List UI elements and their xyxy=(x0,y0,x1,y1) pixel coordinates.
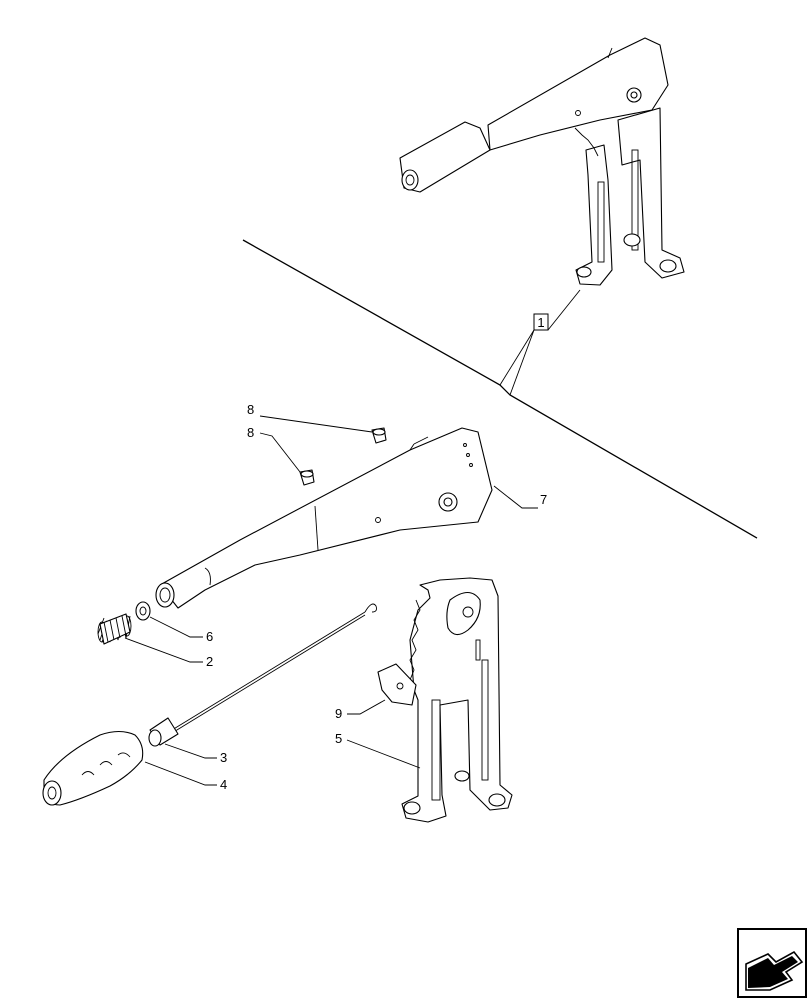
callout-4: 4 xyxy=(144,761,227,792)
section-break-line xyxy=(242,239,758,539)
part-8-fitting-lower xyxy=(299,469,315,486)
pull-rod xyxy=(171,603,377,734)
assembled-handbrake-lever xyxy=(399,37,685,286)
svg-text:1: 1 xyxy=(537,315,544,330)
callout-8-lower: 8 xyxy=(247,425,301,473)
svg-text:7: 7 xyxy=(540,492,547,507)
svg-text:4: 4 xyxy=(220,777,227,792)
callout-7: 7 xyxy=(493,485,547,509)
callout-6: 6 xyxy=(149,616,213,644)
callout-3: 3 xyxy=(164,743,227,765)
svg-text:6: 6 xyxy=(206,629,213,644)
callout-2: 2 xyxy=(124,637,213,669)
part-5-bracket xyxy=(401,577,513,823)
svg-text:5: 5 xyxy=(335,731,342,746)
svg-text:8: 8 xyxy=(247,425,254,440)
svg-text:3: 3 xyxy=(220,750,227,765)
svg-text:9: 9 xyxy=(335,706,342,721)
callout-5: 5 xyxy=(335,731,421,769)
part-8-fitting-upper xyxy=(371,427,387,444)
svg-text:2: 2 xyxy=(206,654,213,669)
part-2-spring xyxy=(97,613,132,645)
callout-1: 1 xyxy=(499,289,581,396)
part-7-lever-arm xyxy=(155,427,493,609)
callout-9: 9 xyxy=(335,699,386,721)
part-9-plate xyxy=(377,663,417,706)
part-3-sleeve xyxy=(148,717,179,747)
part-6-washer xyxy=(135,601,151,621)
arrow-next-page-icon[interactable] xyxy=(737,928,807,998)
svg-text:8: 8 xyxy=(247,402,254,417)
callout-8-upper: 8 xyxy=(247,402,373,433)
part-4-knob xyxy=(42,730,144,806)
